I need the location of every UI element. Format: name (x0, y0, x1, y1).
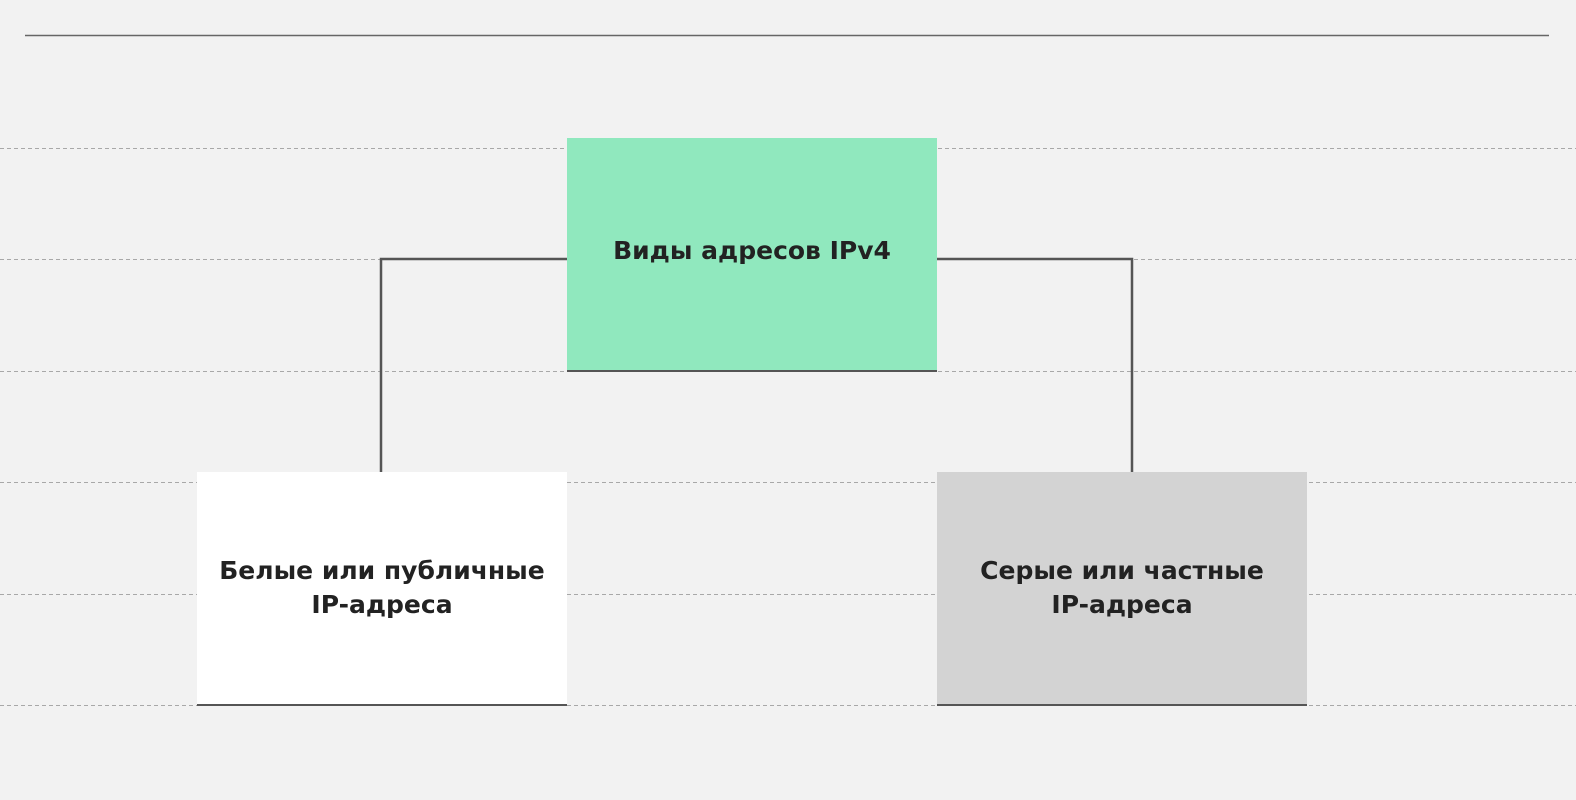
node-public-addresses: Белые или публичные IP-адреса (197, 472, 567, 706)
connector-root-to-private (937, 257, 1134, 472)
connector-root-to-public (379, 257, 567, 472)
node-ipv4-address-types-label: Виды адресов IPv4 (613, 236, 891, 265)
node-private-addresses-label: Серые или частные IP-адреса (980, 556, 1264, 619)
node-ipv4-address-types: Виды адресов IPv4 (567, 138, 937, 372)
node-private-addresses: Серые или частные IP-адреса (937, 472, 1307, 706)
node-public-addresses-label: Белые или публичные IP-адреса (219, 556, 545, 619)
